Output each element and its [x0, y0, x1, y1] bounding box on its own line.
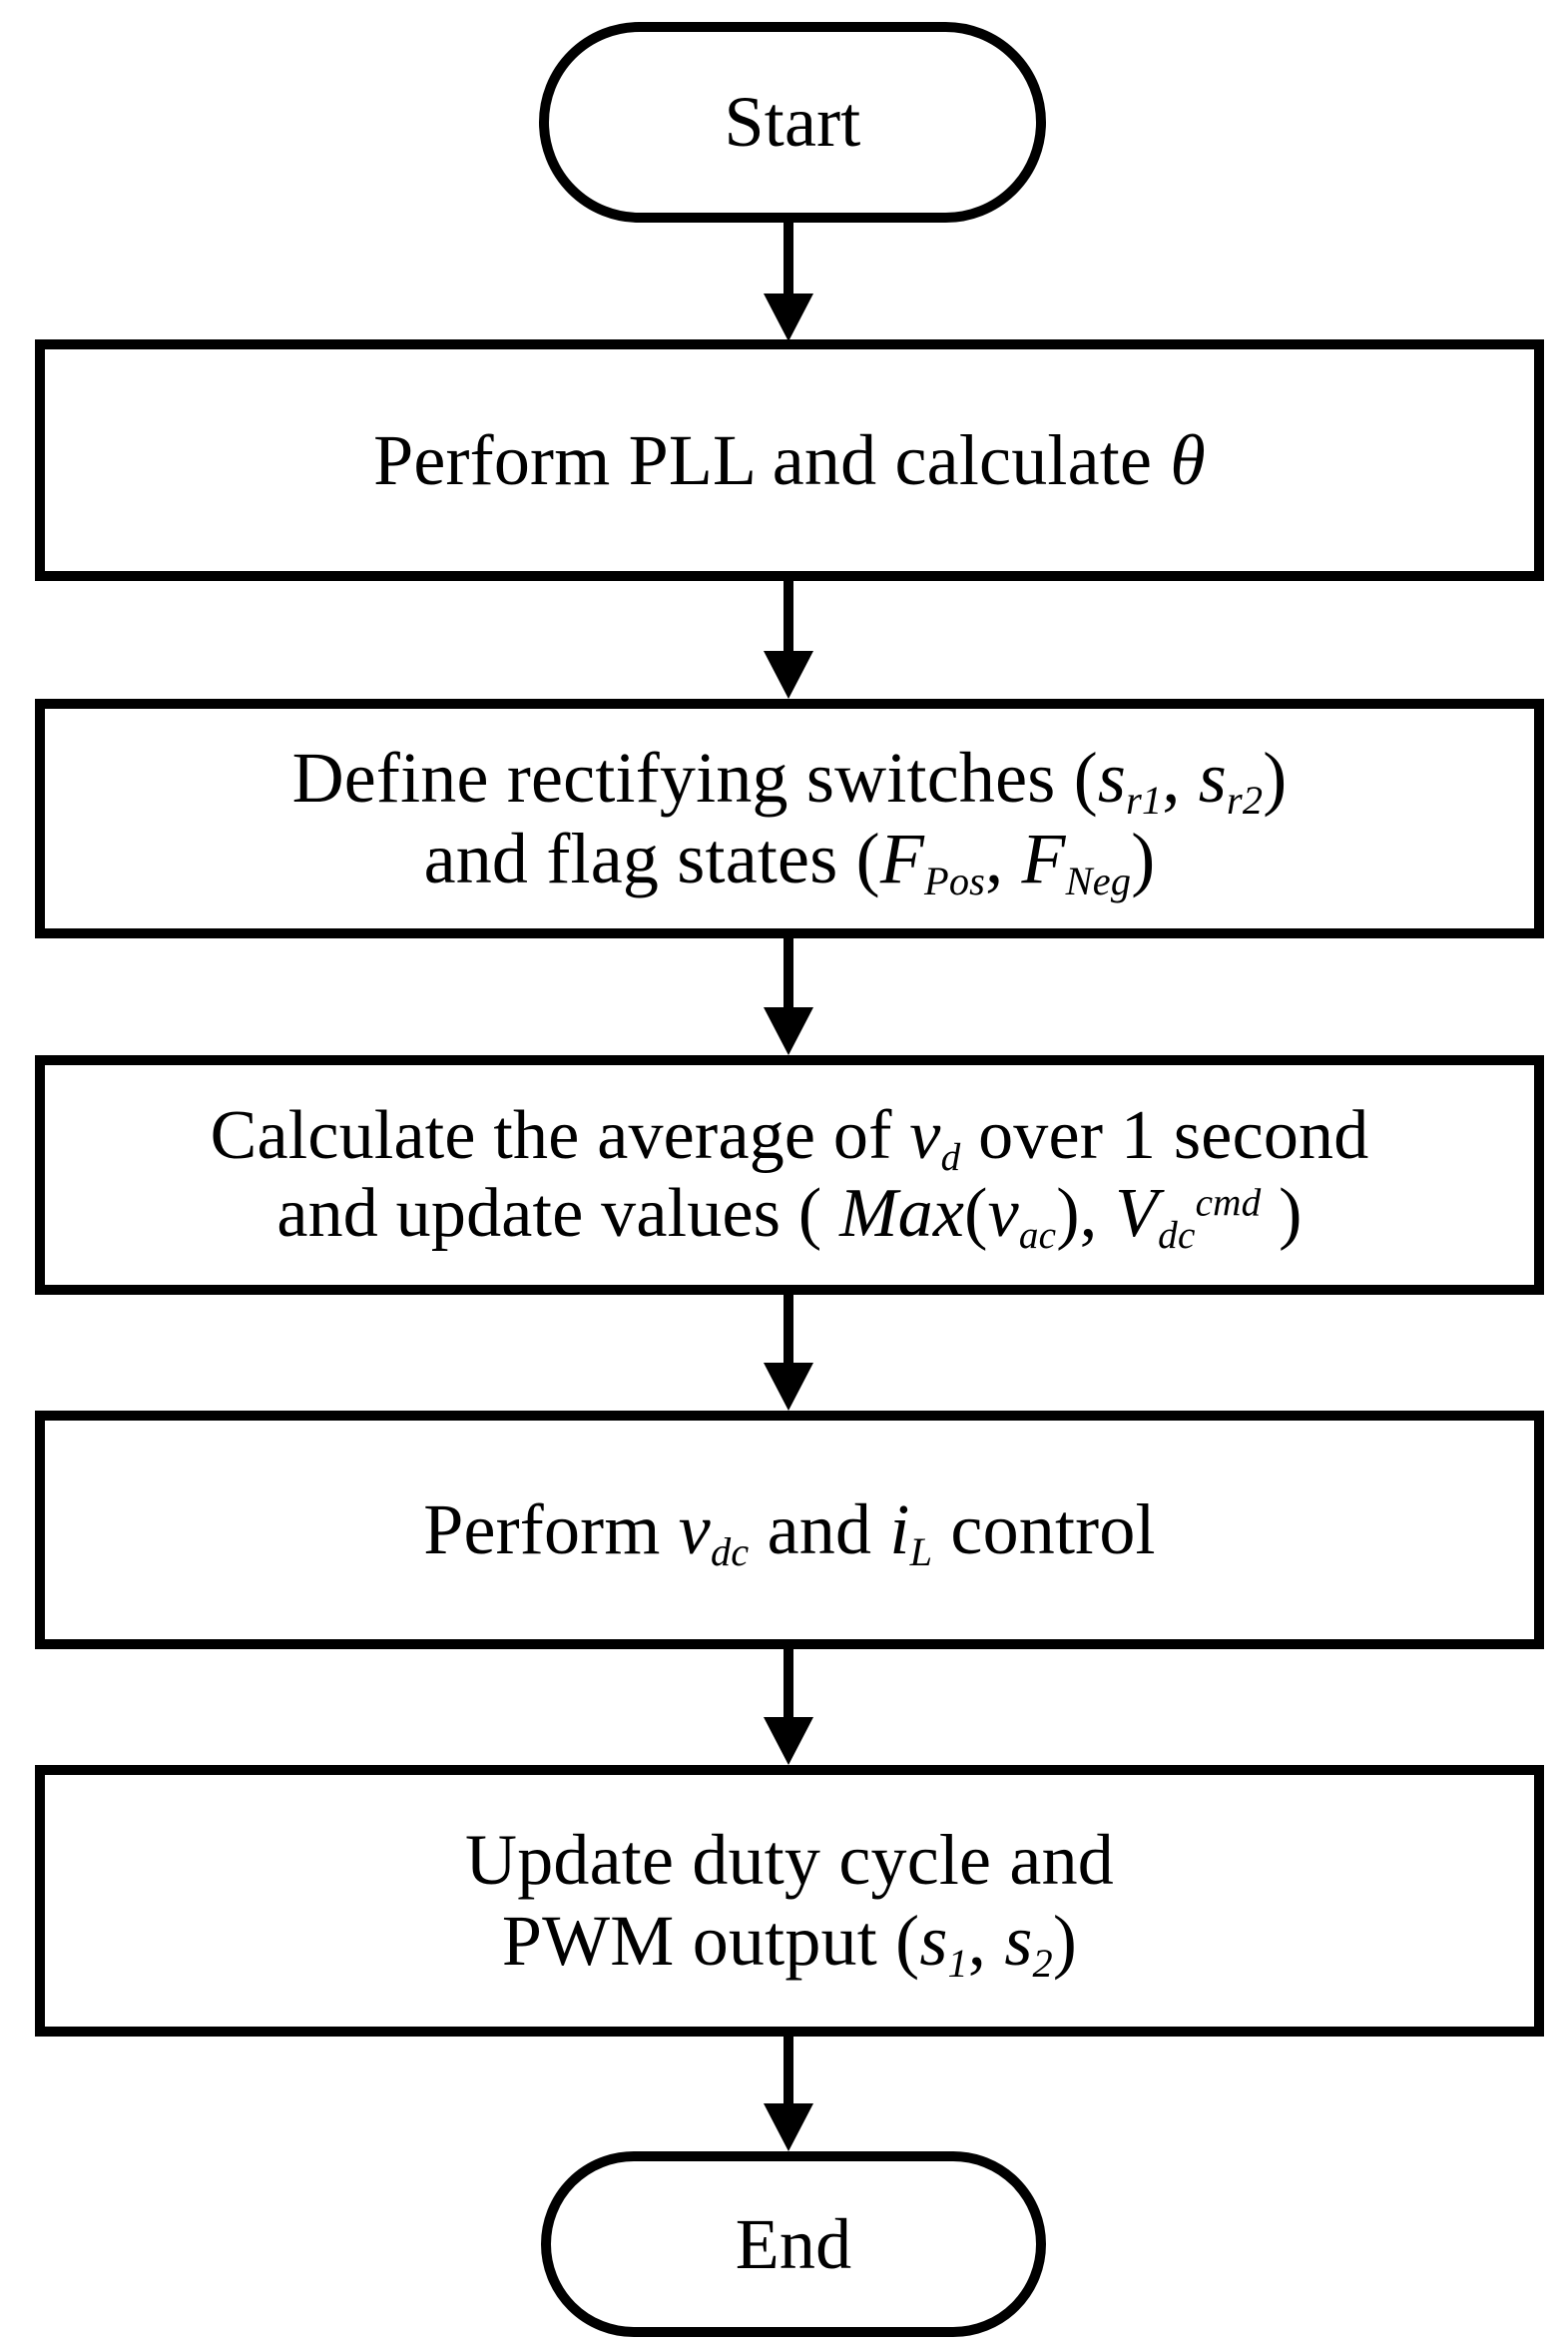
node-perform-pll[interactable]: Perform PLL and calculate θ	[35, 339, 1544, 581]
pll-text: Perform PLL and calculate	[373, 419, 1171, 500]
control-text: control	[932, 1489, 1156, 1570]
edge-shaft	[784, 1295, 793, 1363]
paren-close-3: )	[1261, 1175, 1303, 1252]
node-end[interactable]: End	[541, 2151, 1046, 2337]
over-one-second-text: over 1 second	[960, 1096, 1369, 1174]
sub-dc: dc	[1158, 1213, 1196, 1257]
text-line-2: and flag states (FPos, FNeg)	[45, 819, 1534, 901]
edge-shaft	[784, 223, 793, 293]
sub-dc-2: dc	[710, 1529, 750, 1575]
text-line-2: PWM output (s1, s2)	[45, 1901, 1534, 1984]
comma-2: ,	[985, 819, 1022, 898]
edge-arrowhead	[764, 293, 813, 341]
var-F-pos: F	[879, 819, 924, 898]
node-end-label: End	[735, 2203, 852, 2284]
text-line-1: Update duty cycle and	[465, 1820, 1114, 1901]
edge-duty-pwm-to-end	[764, 2037, 813, 2151]
text-line-1: Calculate the average of vd over 1 secon…	[45, 1096, 1534, 1179]
paren-close-2: )	[1131, 819, 1156, 898]
flag-states-text: and flag states (	[423, 819, 880, 898]
var-v-d: v	[909, 1096, 941, 1174]
edge-control-to-duty-pwm	[764, 1649, 813, 1765]
node-average-vd-label: Calculate the average of vd over 1 secon…	[45, 1096, 1534, 1255]
var-V-dc: V	[1115, 1175, 1159, 1252]
edge-arrowhead	[764, 1717, 813, 1765]
node-define-switches-label: Define rectifying switches (sr1, sr2) an…	[45, 738, 1534, 901]
sub-d: d	[940, 1135, 961, 1179]
edge-shaft	[784, 1649, 793, 1717]
edge-pll-to-define-switches	[764, 581, 813, 699]
comma-4: ,	[967, 1901, 1005, 1981]
theta-symbol: θ	[1170, 419, 1206, 500]
node-start-label: Start	[724, 82, 861, 163]
comma-3: ,	[1079, 1175, 1116, 1252]
node-vdc-il-control-label: Perform vdc and iL control	[45, 1489, 1534, 1572]
define-switches-text: Define rectifying switches (	[291, 738, 1098, 819]
node-perform-pll-label: Perform PLL and calculate θ	[45, 420, 1534, 501]
var-s-r1: s	[1097, 738, 1127, 819]
var-i-L: i	[889, 1489, 910, 1570]
sub-2: 2	[1032, 1941, 1053, 1987]
and-text: and	[749, 1489, 890, 1570]
var-s-r2: s	[1198, 738, 1227, 819]
sub-L: L	[909, 1529, 933, 1575]
sub-neg: Neg	[1065, 859, 1132, 904]
edge-shaft	[784, 938, 793, 1007]
edge-start-to-pll	[764, 223, 813, 341]
edge-shaft	[784, 2037, 793, 2103]
sub-r1: r1	[1126, 778, 1163, 824]
paren-open-max: (	[964, 1175, 988, 1252]
comma-1: ,	[1162, 738, 1199, 819]
paren-close-4: )	[1052, 1901, 1078, 1981]
sup-cmd: cmd	[1195, 1181, 1262, 1225]
var-s-2: s	[1004, 1901, 1033, 1981]
edge-shaft	[784, 581, 793, 651]
update-values-text: and update values (	[276, 1175, 840, 1252]
paren-close-max: )	[1056, 1175, 1080, 1252]
node-average-vd[interactable]: Calculate the average of vd over 1 secon…	[35, 1055, 1544, 1295]
pwm-output-text: PWM output (	[501, 1901, 920, 1981]
sub-ac: ac	[1018, 1213, 1057, 1257]
node-duty-pwm-label: Update duty cycle and PWM output (s1, s2…	[45, 1820, 1534, 1984]
node-duty-pwm[interactable]: Update duty cycle and PWM output (s1, s2…	[35, 1765, 1544, 2037]
sub-pos: Pos	[924, 859, 986, 904]
perform-text: Perform	[423, 1489, 679, 1570]
edge-arrowhead	[764, 1007, 813, 1055]
edge-arrowhead	[764, 2103, 813, 2151]
node-vdc-il-control[interactable]: Perform vdc and iL control	[35, 1411, 1544, 1649]
paren-close-1: )	[1263, 738, 1288, 819]
sub-1: 1	[947, 1941, 968, 1987]
text-line-2: and update values ( Max(vac), Vdccmd )	[45, 1175, 1534, 1255]
text-line: Perform PLL and calculate θ	[45, 420, 1534, 501]
edge-define-switches-to-average-vd	[764, 938, 813, 1055]
edge-average-vd-to-control	[764, 1295, 813, 1411]
average-text: Calculate the average of	[210, 1096, 910, 1174]
edge-arrowhead	[764, 1363, 813, 1411]
var-F-neg: F	[1021, 819, 1066, 898]
fn-max: Max	[839, 1175, 965, 1252]
sub-r2: r2	[1227, 778, 1264, 824]
edge-arrowhead	[764, 651, 813, 699]
node-define-switches[interactable]: Define rectifying switches (sr1, sr2) an…	[35, 699, 1544, 938]
var-v-ac: v	[987, 1175, 1019, 1252]
var-s-1: s	[919, 1901, 948, 1981]
text-line: Perform vdc and iL control	[45, 1489, 1534, 1572]
var-v-dc: v	[678, 1489, 711, 1570]
node-start[interactable]: Start	[539, 22, 1046, 223]
text-line-1: Define rectifying switches (sr1, sr2)	[45, 738, 1534, 821]
